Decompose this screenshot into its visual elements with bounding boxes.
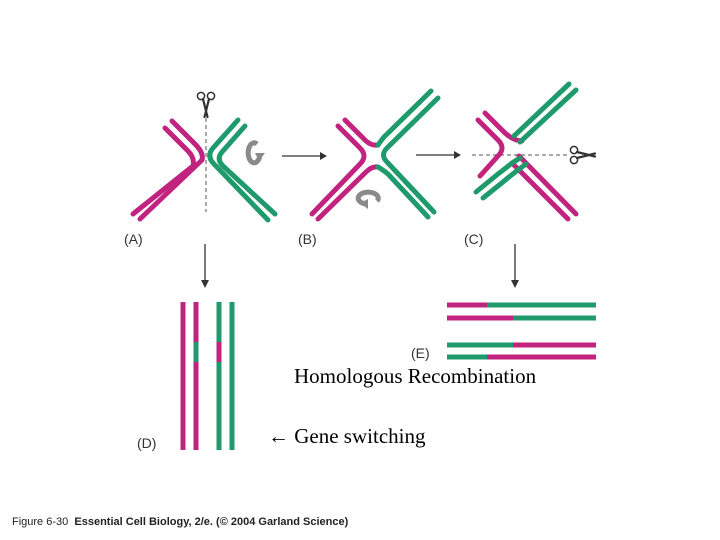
arrow-a-to-b <box>282 152 327 160</box>
panel-label-d: (D) <box>137 435 156 451</box>
strand-b-green-lower <box>378 167 428 217</box>
caption-gene-switching-text: Gene switching <box>294 424 425 448</box>
arrow-to-e <box>511 244 519 288</box>
panel-b: (B) <box>298 91 438 247</box>
panel-c: (C) <box>464 84 595 247</box>
caption-gene-switching: ← Gene switching <box>268 424 425 449</box>
strand-a-magenta-outer <box>133 128 193 214</box>
left-arrow-icon: ← <box>268 424 289 448</box>
arrow-to-d <box>201 244 209 288</box>
scissors-icon <box>197 92 214 117</box>
panel-label-e: (E) <box>411 345 430 361</box>
credit-figure-number: Figure 6-30 <box>12 516 68 528</box>
caption-homologous-recombination: Homologous Recombination <box>294 364 536 389</box>
arrow-b-to-c <box>416 151 461 159</box>
strand-c-green-2 <box>514 84 569 136</box>
rotation-arrow-icon <box>248 143 265 163</box>
credit-copyright: (© 2004 Garland Science) <box>216 516 348 528</box>
rotation-arrow-icon <box>358 192 378 209</box>
panel-e: (E) <box>411 305 596 361</box>
panel-d: (D) <box>137 302 232 451</box>
panel-label-c: (C) <box>464 231 483 247</box>
panel-a: (A) <box>124 92 275 247</box>
panel-label-a: (A) <box>124 231 143 247</box>
scissors-icon <box>570 146 595 163</box>
strand-b-green-inner <box>378 91 431 145</box>
strand-c-magenta-3 <box>512 163 568 219</box>
credit-book-title: Essential Cell Biology, 2/e. <box>74 516 213 528</box>
figure-credit: Figure 6-30 Essential Cell Biology, 2/e.… <box>12 516 348 528</box>
strand-c-green-1 <box>520 90 576 142</box>
panel-label-b: (B) <box>298 231 317 247</box>
